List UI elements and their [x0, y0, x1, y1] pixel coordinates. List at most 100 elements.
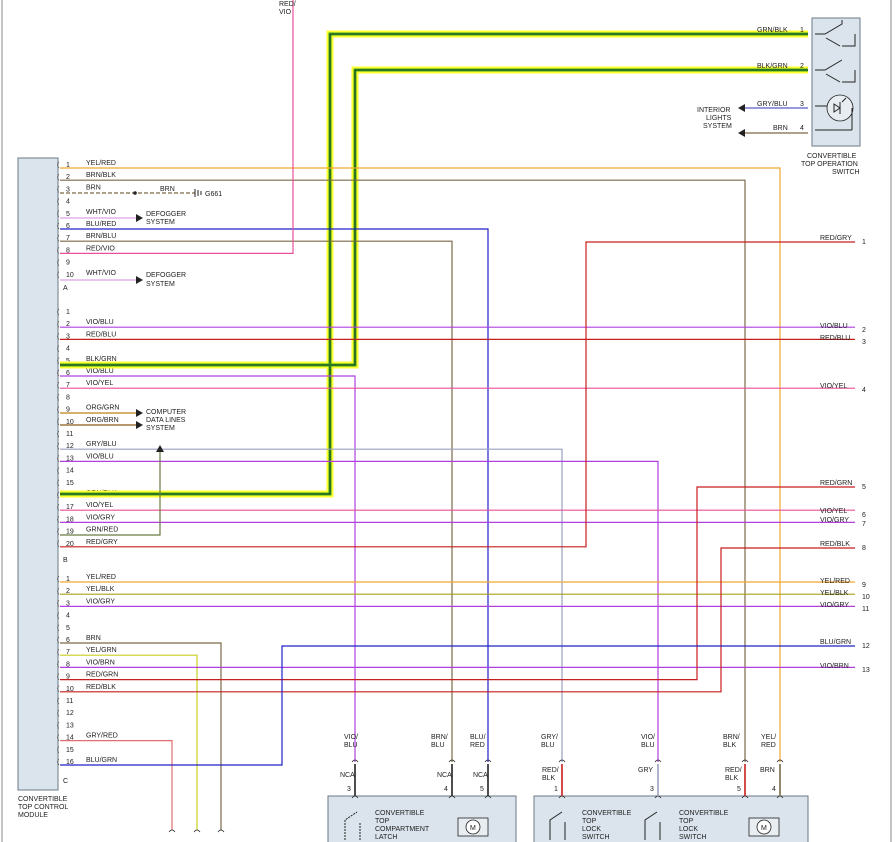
switch-wire-label: GRN/BLK: [757, 27, 788, 34]
pin-number: 6: [66, 370, 70, 377]
wire-label: ORG/BRN: [86, 417, 119, 424]
right-wire-label: VIO/BRN: [820, 663, 849, 670]
wire-label: RED/VIO: [86, 245, 115, 252]
pin-terminal: [57, 612, 60, 619]
connector-lead-label: BLK: [725, 775, 739, 782]
pin-number: 5: [66, 625, 70, 632]
connector-wire-label: VIO/: [344, 734, 358, 741]
right-ref-number: 3: [862, 339, 866, 346]
right-wire-label: VIO/GRY: [820, 517, 849, 524]
pin-terminal: [57, 600, 60, 607]
wire-vio-blu: [60, 375, 356, 762]
module-name-line: TOP CONTROL: [18, 804, 68, 811]
defogger-label: SYSTEM: [146, 219, 175, 226]
right-ref-number: 10: [862, 594, 870, 601]
right-ref-number: 4: [862, 387, 866, 394]
wire-label: VIO/BRN: [86, 659, 115, 666]
connector-pin: 5: [737, 786, 741, 793]
pin-number: 9: [66, 260, 70, 267]
pin-terminal: [57, 661, 60, 668]
connector-wire-label: GRY/: [541, 734, 558, 741]
motor-icon: [756, 819, 772, 835]
ground-g661: BRN G661: [60, 186, 222, 198]
defogger-label: DEFOGGER: [146, 272, 186, 279]
connector-lead-label: RED/: [542, 767, 559, 774]
right-wire-label: VIO/YEL: [820, 508, 847, 515]
pin-number: 12: [66, 710, 74, 717]
data-lines-system: COMPUTER DATA LINES SYSTEM: [60, 409, 186, 536]
connector-wire-label: BLK: [723, 742, 737, 749]
pin-number: 15: [66, 747, 74, 754]
wire-blu-grn: [60, 645, 855, 766]
connector-lead-label: GRY: [638, 767, 653, 774]
connector-lead-label: RED/: [725, 767, 742, 774]
wire-label: BRN/BLK: [86, 172, 116, 179]
switch-wire-label: GRY/BLU: [757, 101, 788, 108]
pin-number: 19: [66, 529, 74, 536]
wire-label: VIO/BLU: [86, 453, 114, 460]
pin-number: 7: [66, 235, 70, 242]
pin-terminal: [57, 259, 60, 266]
pin-terminal: [57, 516, 60, 523]
wires: [60, 0, 855, 833]
right-wire-label: YEL/BLK: [820, 590, 849, 597]
pin-terminal: [57, 234, 60, 242]
connector-pin: 3: [347, 786, 351, 793]
pin-terminal: [57, 491, 60, 499]
pin-number: 9: [66, 407, 70, 414]
pin-number: 10: [66, 686, 74, 693]
pin-number: 1: [66, 309, 70, 316]
pin-number: 6: [66, 223, 70, 230]
wire-label: VIO/BLU: [86, 368, 114, 375]
right-wire-label: VIO/GRY: [820, 602, 849, 609]
pin-number: 3: [66, 333, 70, 340]
pin-number: 5: [66, 358, 70, 365]
wire-label: GRY/BLU: [86, 441, 117, 448]
top-operation-switch: CONVERTIBLE TOP OPERATION SWITCH GRN/BLK…: [757, 17, 861, 176]
pin-terminal: [57, 455, 60, 462]
right-ref-number: 11: [862, 606, 869, 613]
pin-number: 3: [66, 600, 70, 607]
lock-switch-name: LOCK: [679, 826, 698, 833]
pin-number: 4: [66, 346, 70, 353]
ground-label: G661: [205, 191, 222, 198]
arrow-icon: [738, 129, 745, 137]
right-wire-label: BLU/GRN: [820, 639, 851, 646]
pin-number: 3: [66, 186, 70, 193]
right-reference-labels: RED/GRY1VIO/BLU2RED/BLU3VIO/YEL4RED/GRN5…: [820, 235, 870, 674]
pin-number: 2: [66, 174, 70, 181]
pin-number: 10: [66, 419, 74, 426]
module-labels: CONVERTIBLE TOP CONTROL MODULE A B C: [18, 285, 68, 819]
connector-icon: [193, 829, 201, 833]
lock-switch-name: SWITCH: [582, 834, 610, 841]
connector-wire-label: RED: [761, 742, 776, 749]
wire-label: RED/GRN: [86, 672, 118, 679]
lock-switch-name: CONVERTIBLE: [679, 810, 729, 817]
right-wire-label: YEL/RED: [820, 578, 850, 585]
pin-terminal: [57, 685, 60, 693]
pin-terminal: [57, 734, 60, 741]
connector-pin: 3: [650, 786, 654, 793]
pin-number: 5: [66, 211, 70, 218]
wire-label: YEL/RED: [86, 160, 116, 167]
pin-terminal: [57, 503, 60, 511]
data-lines-label: DATA LINES: [146, 417, 186, 424]
right-ref-number: 13: [862, 667, 870, 674]
pin-terminal: [57, 418, 60, 426]
pin-number: 8: [66, 394, 70, 401]
wire-label: GRY/RED: [86, 733, 118, 740]
wire-blu-red: [60, 228, 489, 762]
top-wire-label: RED/: [279, 1, 296, 8]
pin-number: 10: [66, 272, 74, 279]
pin-terminal: [57, 173, 60, 181]
connector-lead-label: BLK: [542, 775, 556, 782]
wire-blk-grn-tracer: [60, 69, 808, 366]
wire-label: VIO/YEL: [86, 380, 113, 387]
wire-label: WHT/VIO: [86, 270, 116, 277]
motor-icon: [465, 819, 481, 835]
defogger-label: SYSTEM: [146, 281, 175, 288]
connector-lead-label: BRN: [760, 767, 775, 774]
connector-wire-label: BLU/: [470, 734, 486, 741]
connector-wire-label: BLU: [431, 742, 445, 749]
pin-number: 13: [66, 455, 74, 462]
